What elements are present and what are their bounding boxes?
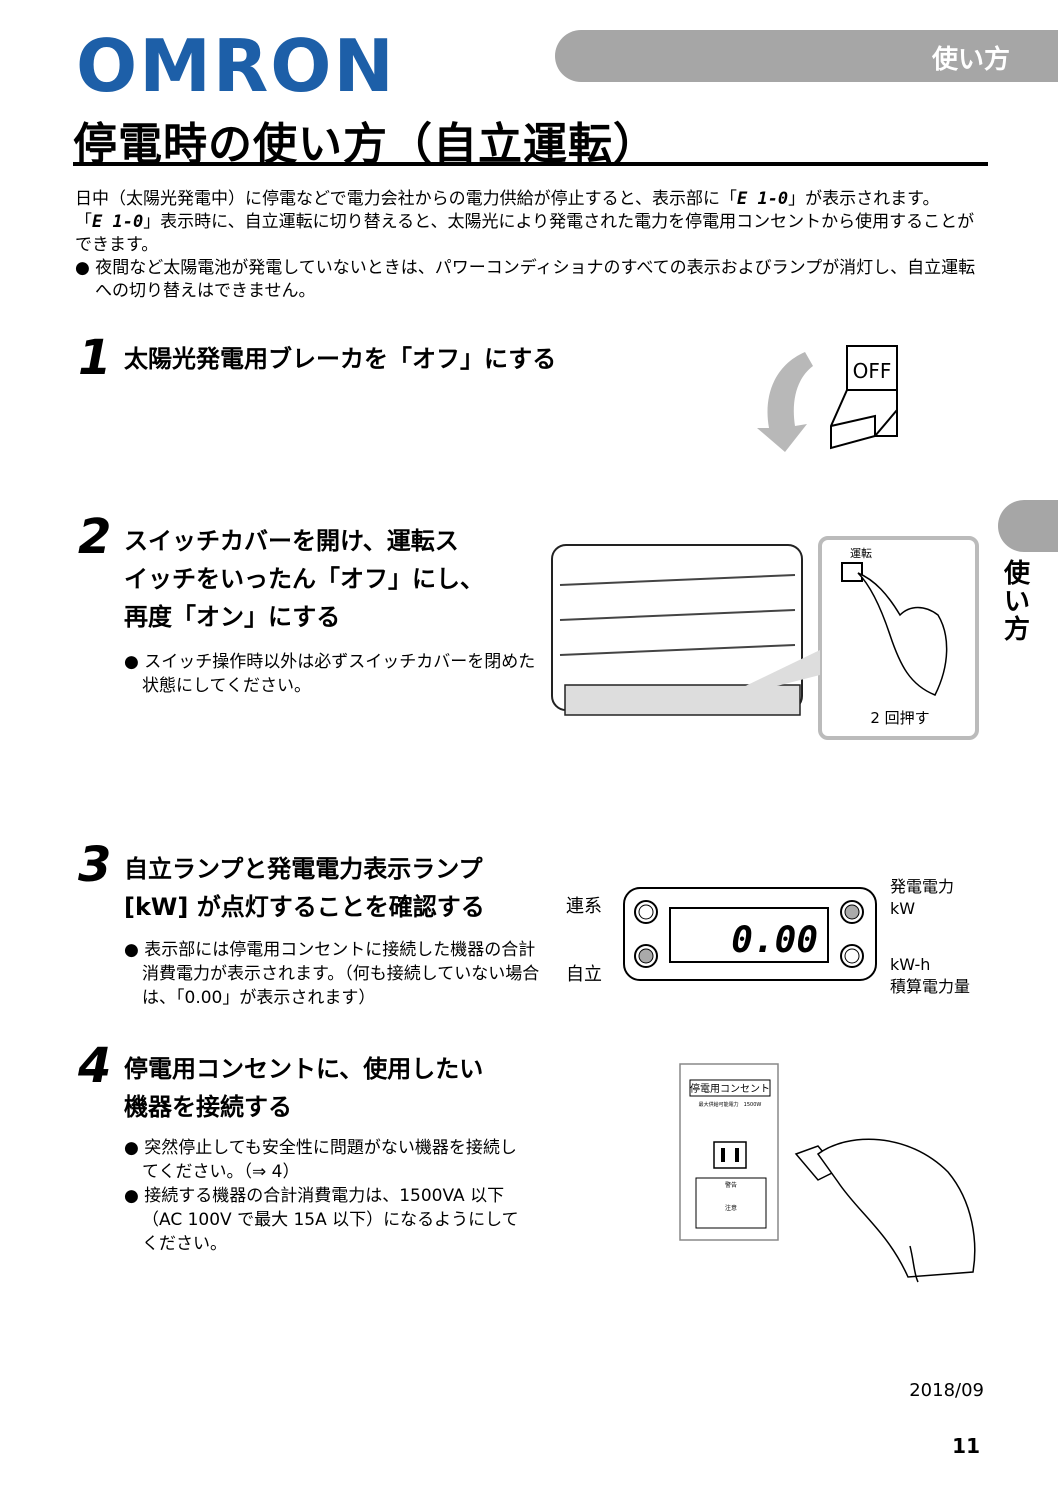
power-label: 発電電力 kW	[890, 876, 954, 920]
step-3-note: ● 表示部には停電用コンセントに接続した機器の合計消費電力が表示されます。（何も…	[124, 940, 540, 1008]
step-2-line: 再度「オン」にする	[124, 603, 341, 631]
step-2-line: イッチをいったん「オフ」にし、	[124, 565, 484, 593]
omron-logo: OMRON	[76, 24, 396, 108]
title-divider	[73, 162, 988, 166]
step-3-text: 自立ランプと発電電力表示ランプ [kW] が点灯することを確認する	[124, 850, 544, 926]
step-1-text: 太陽光発電用ブレーカを「オフ」にする	[124, 340, 584, 378]
side-tab-label: 使い方	[1003, 559, 1030, 645]
energy-label-1: kW-h	[890, 955, 931, 974]
outlet-figure: 停電用コンセント 最大供給可能電力 1500W 警告 注意	[679, 1063, 976, 1283]
energy-label: kW-h 積算電力量	[890, 954, 970, 998]
intro-text: 日中（太陽光発電中）に停電などで電力会社からの電力供給が停止すると、表示部に「E…	[75, 188, 990, 303]
energy-label-2: 積算電力量	[890, 977, 971, 996]
step-4-line: 停電用コンセントに、使用したい	[124, 1055, 484, 1083]
step-3-line: 自立ランプと発電電力表示ランプ	[124, 855, 483, 883]
power-label-2: kW	[890, 899, 916, 918]
hand-icon	[816, 1138, 976, 1278]
step-1-line: 太陽光発電用ブレーカを「オフ」にする	[124, 345, 557, 373]
step-2-line: スイッチカバーを開け、運転ス	[124, 527, 459, 555]
warning-label: 警告	[725, 1181, 737, 1189]
display-panel-figure: 0.00	[623, 887, 877, 981]
intro-line-1a: 日中（太陽光発電中）に停電などで電力会社からの電力供給が停止すると、表示部に「	[75, 189, 737, 209]
step-4-note: ● 接続する機器の合計消費電力は、1500VA 以下（AC 100V で最大 1…	[124, 1186, 519, 1254]
outlet-title: 停電用コンセント	[690, 1082, 770, 1095]
step-4-number: 4	[78, 1038, 112, 1094]
footer-date: 2018/09	[909, 1380, 984, 1401]
step-4-text: 停電用コンセントに、使用したい 機器を接続する	[124, 1050, 544, 1126]
intro-line-1b: 」が表示されます。	[788, 189, 940, 209]
finger-icon	[857, 572, 948, 696]
power-conditioner-figure: 運転 2 回押す	[551, 536, 979, 740]
section-tab-label: 使い方	[931, 45, 1010, 75]
outlet-socket	[713, 1141, 747, 1169]
side-tab	[998, 500, 1058, 552]
run-button-label: 運転	[850, 547, 872, 560]
page-title: 停電時の使い方（自立運転）	[73, 119, 658, 170]
step-2-text: スイッチカバーを開け、運転ス イッチをいったん「オフ」にし、 再度「オン」にする	[124, 522, 544, 636]
intro-line-2b: 」表示時に、自立運転に切り替えると、太陽光により発電された電力を停電用コンセント…	[75, 212, 975, 255]
error-code: E 1-0	[736, 189, 789, 209]
off-label: OFF	[853, 359, 892, 383]
standalone-label: 自立	[566, 964, 602, 985]
step-3-number: 3	[78, 837, 112, 893]
step-1-number: 1	[78, 330, 112, 386]
intro-line-2: 「E 1-0」表示時に、自立運転に切り替えると、太陽光により発電された電力を停電…	[75, 212, 975, 255]
press-twice-caption: 2 回押す	[870, 709, 929, 727]
run-button	[841, 562, 863, 582]
grid-tie-label: 連系	[566, 896, 602, 917]
step-4-notes: ● 突然停止しても安全性に問題がない機器を接続してください。（⇒ 4） ● 接続…	[124, 1136, 524, 1256]
step-4-line: 機器を接続する	[124, 1093, 292, 1121]
power-label-1: 発電電力	[890, 877, 955, 896]
step-2-note: ● スイッチ操作時以外は必ずスイッチカバーを閉めた状態にしてください。	[124, 652, 536, 696]
step-4-note: ● 突然停止しても安全性に問題がない機器を接続してください。（⇒ 4）	[124, 1138, 517, 1182]
display-value: 0.00	[731, 920, 818, 961]
step-3-line: [kW] が点灯することを確認する	[124, 893, 485, 921]
intro-bullet: ● 夜間など太陽電池が発電していないときは、パワーコンディショナのすべての表示お…	[75, 258, 976, 301]
intro-line-1: 日中（太陽光発電中）に停電などで電力会社からの電力供給が停止すると、表示部に「E…	[75, 188, 990, 211]
down-arrow-icon	[757, 352, 813, 452]
error-code-2: E 1-0	[92, 212, 144, 232]
section-tab: 使い方	[555, 30, 1058, 82]
breaker-off-figure: OFF	[757, 345, 898, 452]
lcd-display	[669, 907, 829, 963]
caution-label: 注意	[725, 1204, 737, 1212]
step-2-number: 2	[78, 509, 112, 565]
page-number: 11	[952, 1434, 980, 1458]
outlet-spec: 最大供給可能電力 1500W	[699, 1101, 762, 1108]
